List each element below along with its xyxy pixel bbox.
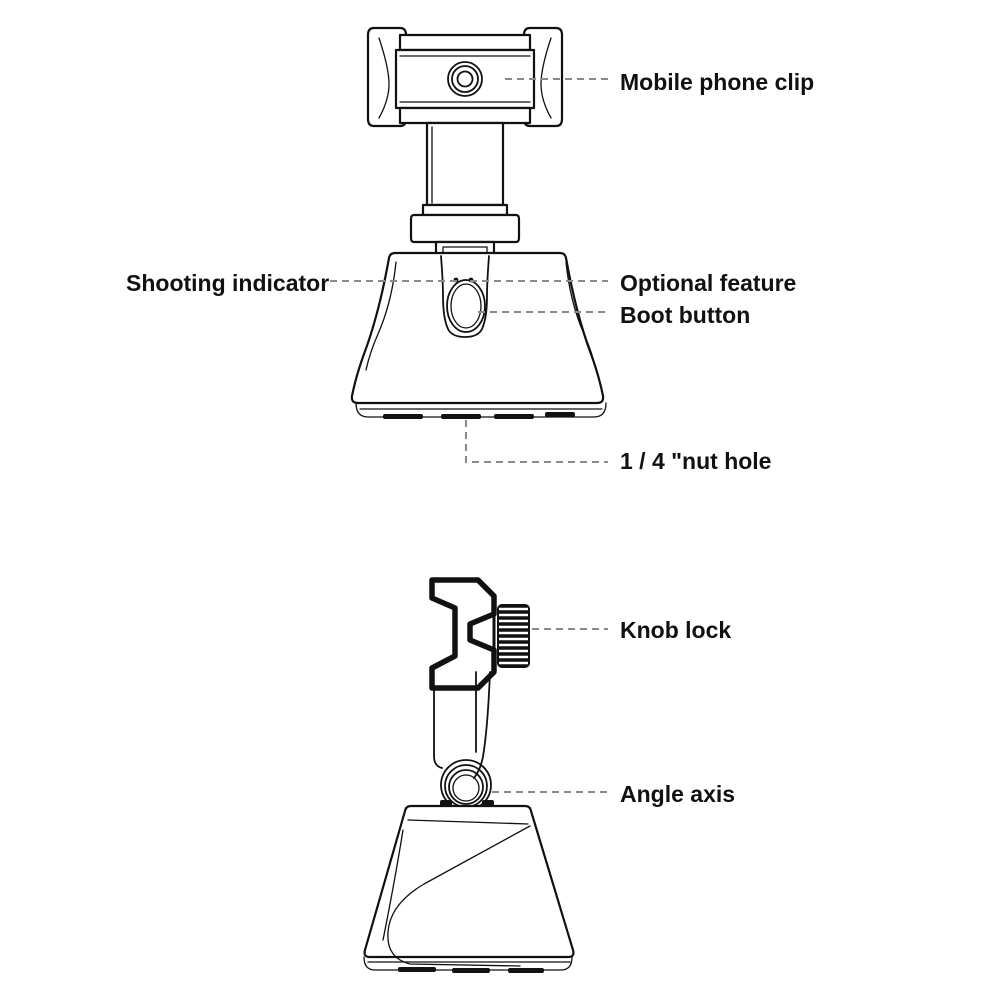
base-left-crease <box>365 261 397 371</box>
base-housing-front <box>350 251 607 419</box>
boot-button-oval-inner <box>450 283 482 329</box>
arm-right-edge <box>473 671 491 779</box>
arm-bracket-tail <box>433 687 443 769</box>
base-swoop-curve <box>387 825 531 967</box>
clip-right-jaw-grip <box>540 37 552 119</box>
knob-lock-graphic <box>492 600 530 672</box>
clip-left-jaw-grip <box>378 37 390 119</box>
callout-labels: Mobile phone clip Shooting indicator Opt… <box>126 69 814 807</box>
clip-upper-rail <box>398 33 532 52</box>
base-foot-4 <box>545 412 575 417</box>
base-foot-3 <box>494 414 534 419</box>
base-top-bevel <box>407 819 529 825</box>
label-nut-hole: 1 / 4 "nut hole <box>620 448 771 474</box>
stem-column <box>425 121 505 207</box>
base-side-foot-1 <box>398 967 436 972</box>
clip-center-button-mid-ring <box>451 65 479 93</box>
knob-lock-ridges <box>499 607 528 665</box>
label-knob-lock: Knob lock <box>620 617 731 643</box>
clip-center-button-outer-ring <box>447 61 483 97</box>
angle-axis-mount-right <box>482 800 494 806</box>
clip-center-button-inner-ring <box>456 70 474 88</box>
label-angle-axis: Angle axis <box>620 781 735 807</box>
base-side-foot-3 <box>508 968 544 973</box>
base-foot-1 <box>383 414 423 419</box>
side-view-illustration <box>363 577 575 973</box>
base-housing-side <box>363 804 575 973</box>
mobile-phone-clip-graphic <box>366 26 564 128</box>
base-left-edge-crease <box>382 829 404 941</box>
angle-axis-ring-3 <box>448 769 484 805</box>
clip-lower-rail <box>398 106 532 125</box>
base-body-side <box>363 804 575 959</box>
stem-assembly <box>409 121 521 260</box>
stem-collar-lower <box>409 213 521 244</box>
leader-nut-hole <box>464 420 608 464</box>
knob-lock-body <box>497 604 530 668</box>
stem-collar-upper <box>421 203 509 217</box>
base-right-crease <box>565 261 597 371</box>
angle-axis-mount-left <box>440 800 452 806</box>
label-shooting-indicator: Shooting indicator <box>126 270 329 296</box>
angle-axis-ring-4 <box>452 774 480 802</box>
base-side-foot-2 <box>452 968 490 973</box>
front-view-illustration <box>350 26 607 419</box>
label-optional-feature: Optional feature <box>620 270 796 296</box>
clip-body <box>394 48 536 110</box>
callout-leader-lines <box>330 77 608 794</box>
label-mobile-phone-clip: Mobile phone clip <box>620 69 814 95</box>
boot-button-panel <box>440 255 490 338</box>
label-boot-button: Boot button <box>620 302 750 328</box>
base-foot-2 <box>441 414 481 419</box>
boot-button-oval-outer <box>446 279 486 333</box>
